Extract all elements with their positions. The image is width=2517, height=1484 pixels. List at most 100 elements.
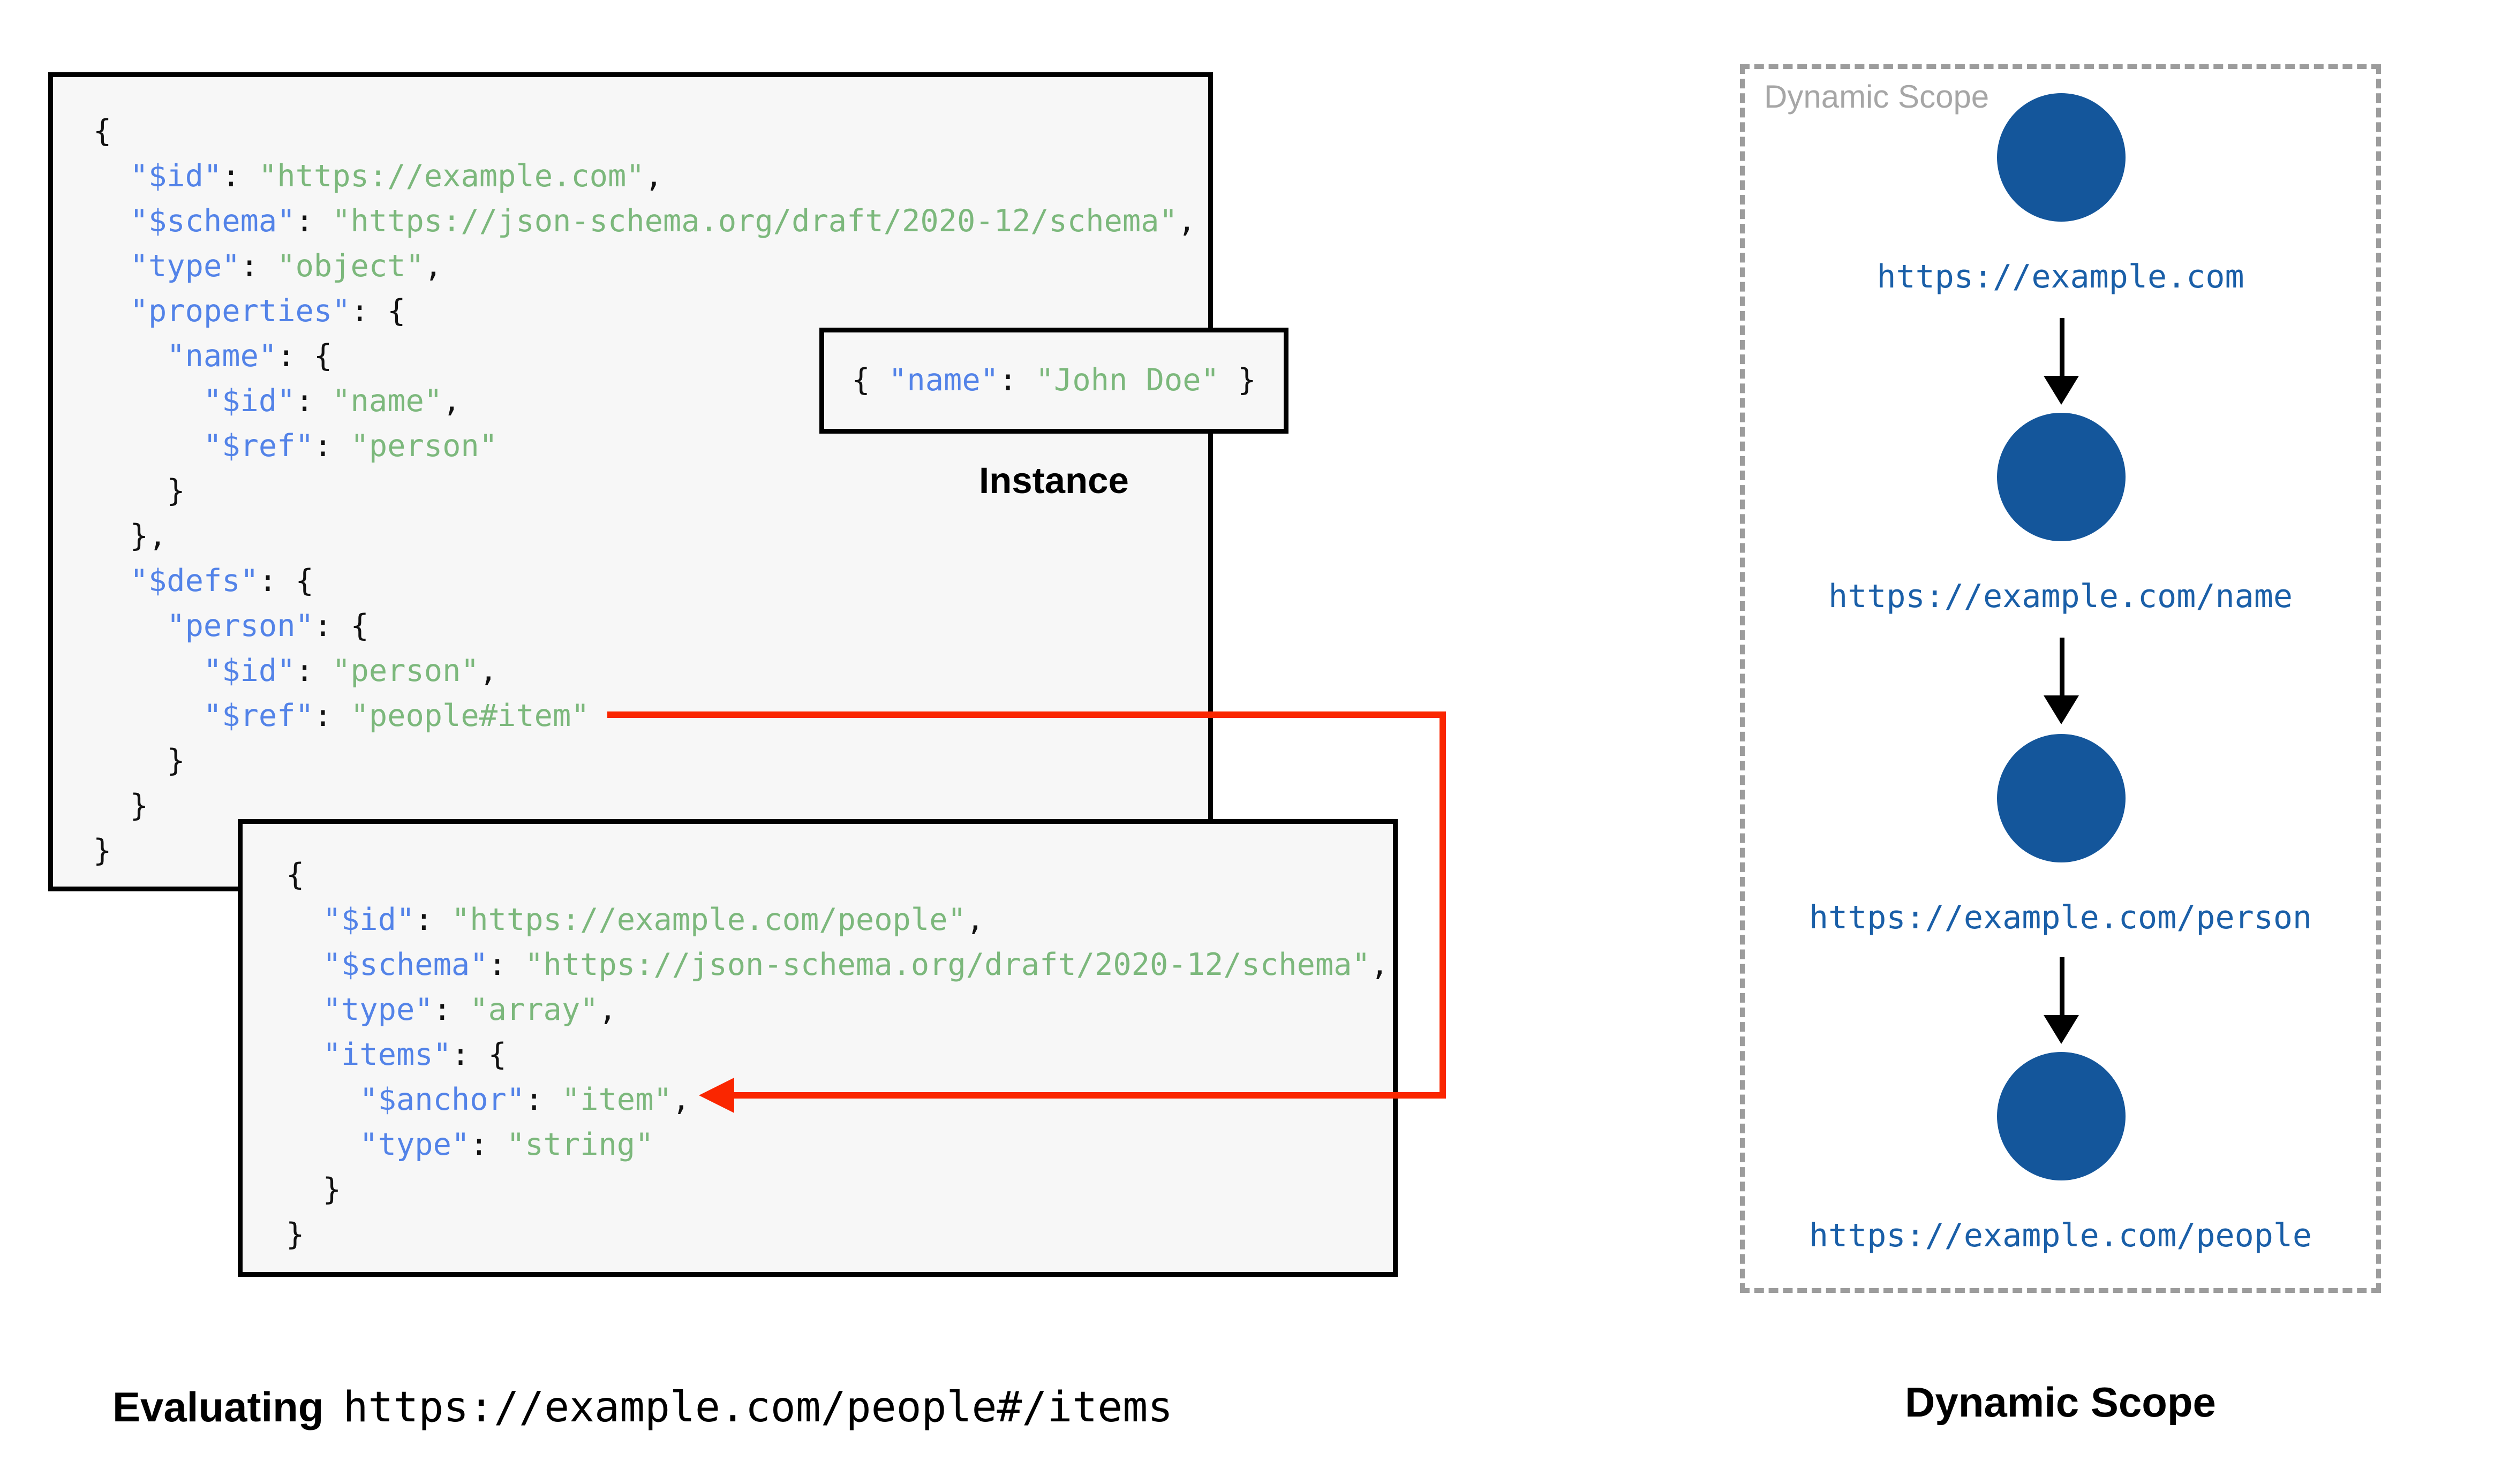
ref-connector-line-vertical: [1440, 711, 1446, 1099]
code-token: :: [240, 249, 277, 284]
code-token: "person": [167, 609, 314, 644]
code-token: "name": [888, 363, 999, 398]
code-token: [93, 204, 130, 239]
code-token: ,: [598, 993, 617, 1028]
code-token: :: [415, 903, 451, 938]
ref-connector-line-bottom: [734, 1092, 1446, 1099]
code-line: {: [286, 853, 1393, 898]
code-token: {: [93, 114, 112, 149]
dynamic-scope-panel-title: Dynamic Scope: [1764, 80, 1990, 116]
scope-node-circle-1: [1997, 93, 2126, 222]
scope-node-circle-2: [1997, 413, 2126, 541]
code-line: "type": "string": [286, 1123, 1393, 1168]
code-line: "type": "object",: [93, 244, 1208, 289]
scope-node-circle-3: [1997, 734, 2126, 862]
code-line: "$schema": "https://json-schema.org/draf…: [93, 199, 1208, 244]
instance-code: { "name": "John Doe" }: [851, 358, 1256, 403]
code-token: "$anchor": [359, 1082, 525, 1118]
code-token: ,: [966, 903, 985, 938]
code-token: "https://example.com/people": [451, 903, 966, 938]
dynamic-scope-panel: [1740, 64, 2381, 1293]
code-token: "https://example.com": [258, 159, 645, 194]
scope-node-label-2: https://example.com/name: [1828, 577, 2293, 615]
down-arrow-icon-1: [2044, 318, 2079, 405]
code-token: [93, 339, 167, 374]
code-token: "person": [332, 654, 479, 689]
code-token: [93, 249, 130, 284]
code-token: "array": [470, 993, 599, 1028]
ref-connector-line-top: [607, 711, 1446, 718]
code-token: [93, 564, 130, 599]
code-token: "$ref": [203, 429, 314, 464]
code-line: "$ref": "people#item": [93, 694, 1208, 739]
code-token: "type": [359, 1127, 470, 1163]
scope-node-label-3: https://example.com/person: [1808, 898, 2312, 936]
code-token: :: [433, 993, 470, 1028]
code-token: :: [295, 204, 333, 239]
code-token: }: [93, 789, 148, 824]
down-arrow-icon-3: [2044, 957, 2079, 1044]
instance-box: { "name": "John Doe" }: [819, 328, 1288, 434]
code-line: "properties": {: [93, 289, 1208, 334]
scope-node-label-1: https://example.com: [1877, 257, 2244, 296]
code-token: [286, 1127, 359, 1163]
code-token: [93, 159, 130, 194]
code-line: }: [286, 1168, 1393, 1213]
code-token: "string": [506, 1127, 654, 1163]
code-line: "name": {: [93, 334, 1208, 379]
arrow-shaft: [2059, 957, 2064, 1017]
code-line: "person": {: [93, 604, 1208, 649]
schema-code-root: { "$id": "https://example.com", "$schema…: [53, 77, 1208, 874]
code-token: }: [93, 744, 185, 779]
code-token: ,: [442, 384, 461, 419]
code-line: {: [93, 109, 1208, 154]
code-token: ,: [479, 654, 498, 689]
code-token: "$schema": [322, 948, 488, 983]
ref-connector-arrowhead-icon: [699, 1078, 734, 1113]
code-token: :: [313, 699, 351, 734]
code-token: [93, 609, 167, 644]
code-token: "items": [322, 1038, 451, 1073]
code-line: }: [286, 1213, 1393, 1258]
code-token: "people#item": [350, 699, 590, 734]
code-token: "$id": [322, 903, 415, 938]
code-token: ,: [1177, 204, 1196, 239]
code-line: }: [93, 469, 1208, 514]
code-token: }: [286, 1217, 305, 1253]
evaluating-caption-uri: https://example.com/people#/items: [343, 1384, 1173, 1433]
code-line: "items": {: [286, 1033, 1393, 1078]
code-line: "$anchor": "item",: [286, 1078, 1393, 1123]
code-token: [93, 654, 204, 689]
code-token: "name": [167, 339, 277, 374]
code-token: :: [999, 363, 1036, 398]
evaluating-caption-word: Evaluating: [112, 1383, 324, 1431]
code-token: [93, 294, 130, 329]
code-token: "object": [277, 249, 424, 284]
code-token: }: [93, 834, 112, 869]
code-token: "type": [130, 249, 240, 284]
schema-code-people: { "$id": "https://example.com/people", "…: [243, 824, 1393, 1258]
instance-label: Instance: [978, 459, 1129, 501]
code-token: ,: [424, 249, 443, 284]
code-token: "$ref": [203, 699, 314, 734]
code-line: }: [93, 829, 1208, 874]
code-token: }: [286, 1172, 341, 1208]
evaluating-caption: Evaluating https://example.com/people#/it…: [112, 1378, 1173, 1436]
scope-node-circle-4: [1997, 1052, 2126, 1180]
code-token: "type": [322, 993, 433, 1028]
code-token: :: [525, 1082, 562, 1118]
code-token: :: [295, 654, 333, 689]
schema-box-root: { "$id": "https://example.com", "$schema…: [48, 72, 1213, 891]
code-token: [286, 948, 323, 983]
code-token: [93, 699, 204, 734]
code-token: [286, 993, 323, 1028]
code-line: "$defs": {: [93, 559, 1208, 604]
arrow-shaft: [2059, 318, 2064, 377]
code-line: "$id": "person",: [93, 649, 1208, 694]
code-line: "$id": "https://example.com/people",: [286, 898, 1393, 943]
arrow-head: [2044, 695, 2079, 724]
code-token: "item": [561, 1082, 672, 1118]
code-token: ,: [1370, 948, 1389, 983]
code-token: [286, 1038, 323, 1073]
code-token: : {: [313, 609, 369, 644]
